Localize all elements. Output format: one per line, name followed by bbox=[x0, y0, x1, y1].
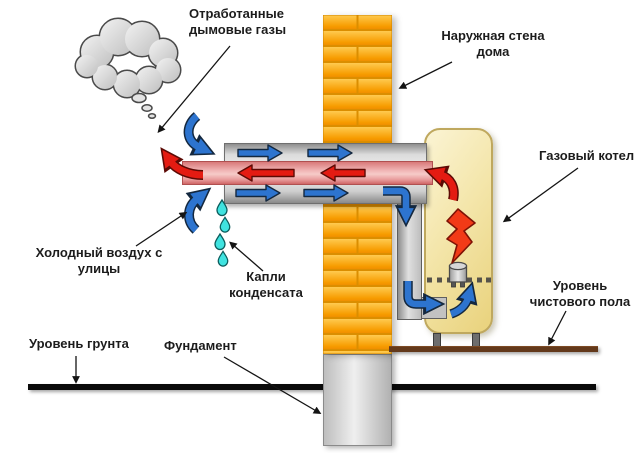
label-gas-boiler: Газовый котел bbox=[539, 148, 635, 163]
pointer-exhaust bbox=[157, 45, 231, 133]
pointer-cold-air bbox=[135, 211, 188, 247]
ground-level-line bbox=[28, 384, 596, 390]
label-finished-floor: Уровень чистового пола bbox=[529, 278, 631, 310]
label-exterior-wall: Наружная стена дома bbox=[441, 28, 545, 60]
foundation-block bbox=[323, 354, 392, 446]
pointer-floor bbox=[548, 310, 567, 346]
label-ground-level: Уровень грунта bbox=[29, 336, 129, 351]
finished-floor-line bbox=[389, 346, 598, 352]
boiler-air-port bbox=[421, 297, 447, 319]
coaxial-pipe-inner bbox=[182, 161, 433, 185]
label-foundation: Фундамент bbox=[164, 338, 237, 353]
pointer-boiler bbox=[502, 167, 579, 223]
air-duct bbox=[397, 203, 422, 320]
pointer-wall bbox=[398, 61, 453, 89]
condensate-drops-icon bbox=[214, 198, 231, 267]
label-cold-air: Холодный воздух с улицы bbox=[35, 245, 163, 277]
label-condensate: Капли конденсата bbox=[229, 269, 303, 301]
pointer-condensate bbox=[229, 241, 264, 272]
label-exhaust-gases: Отработанные дымовые газы bbox=[189, 6, 287, 38]
smoke-cloud-icon bbox=[74, 17, 182, 119]
